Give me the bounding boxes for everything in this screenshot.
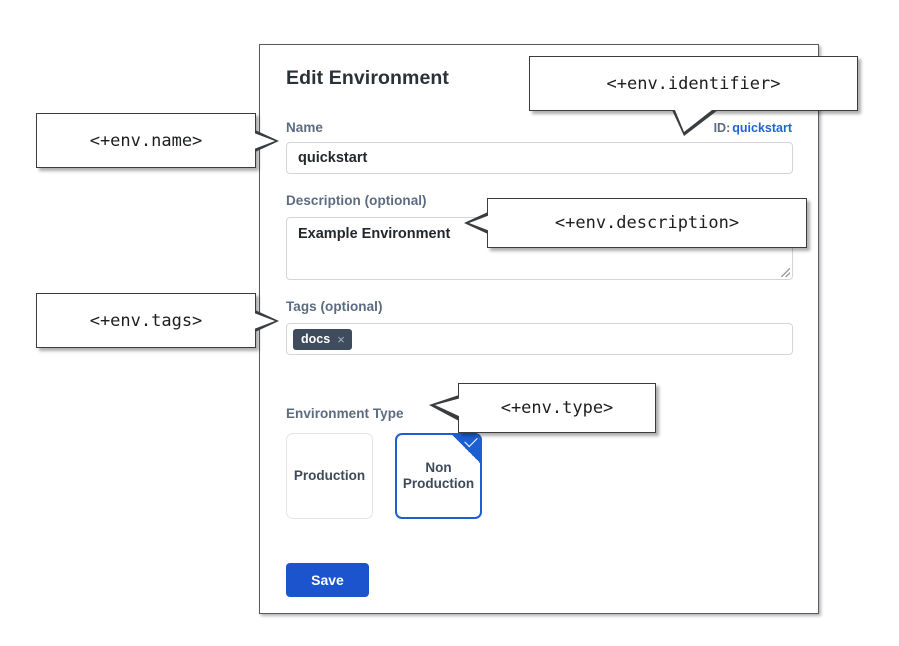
page-title: Edit Environment xyxy=(286,67,450,89)
callout-env-identifier: <+env.identifier> xyxy=(529,56,858,136)
description-label: Description (optional) xyxy=(286,193,427,208)
tags-input[interactable]: docs × xyxy=(286,323,793,355)
callout-env-name: <+env.name> xyxy=(36,113,279,168)
option-label: Production xyxy=(293,467,366,483)
option-label: Non Production xyxy=(402,459,475,491)
check-badge-icon xyxy=(452,435,480,463)
environment-type-label: Environment Type xyxy=(286,406,404,421)
name-label-row: Name ID:quickstart xyxy=(286,120,792,135)
close-icon[interactable]: × xyxy=(337,331,345,347)
environment-type-options: Production Non Production xyxy=(286,433,792,519)
id-prefix-label: ID: xyxy=(713,121,731,135)
save-button[interactable]: Save xyxy=(286,563,369,597)
name-label: Name xyxy=(286,120,323,135)
tags-label: Tags (optional) xyxy=(286,299,383,314)
environment-type-option-non-production[interactable]: Non Production xyxy=(395,433,482,519)
field-environment-type: Environment Type Production Non Producti… xyxy=(286,405,792,519)
id-value-link[interactable]: quickstart xyxy=(732,121,792,135)
checkmark-icon xyxy=(464,435,478,448)
field-tags: Tags (optional) docs × xyxy=(286,298,793,355)
tag-chip-label: docs xyxy=(301,331,331,346)
callout-env-tags: <+env.tags> xyxy=(36,293,279,348)
tag-chip[interactable]: docs × xyxy=(293,328,352,350)
environment-type-option-production[interactable]: Production xyxy=(286,433,373,519)
panel-content: Edit Environment Name ID:quickstart Desc… xyxy=(260,45,818,597)
field-name: Name ID:quickstart xyxy=(286,120,793,174)
edit-environment-panel: Edit Environment Name ID:quickstart Desc… xyxy=(259,44,819,614)
callout-env-type: <+env.type> xyxy=(429,383,656,433)
name-input[interactable] xyxy=(286,142,793,174)
environment-id: ID:quickstart xyxy=(714,121,792,135)
callout-env-description: <+env.description> xyxy=(464,198,807,248)
